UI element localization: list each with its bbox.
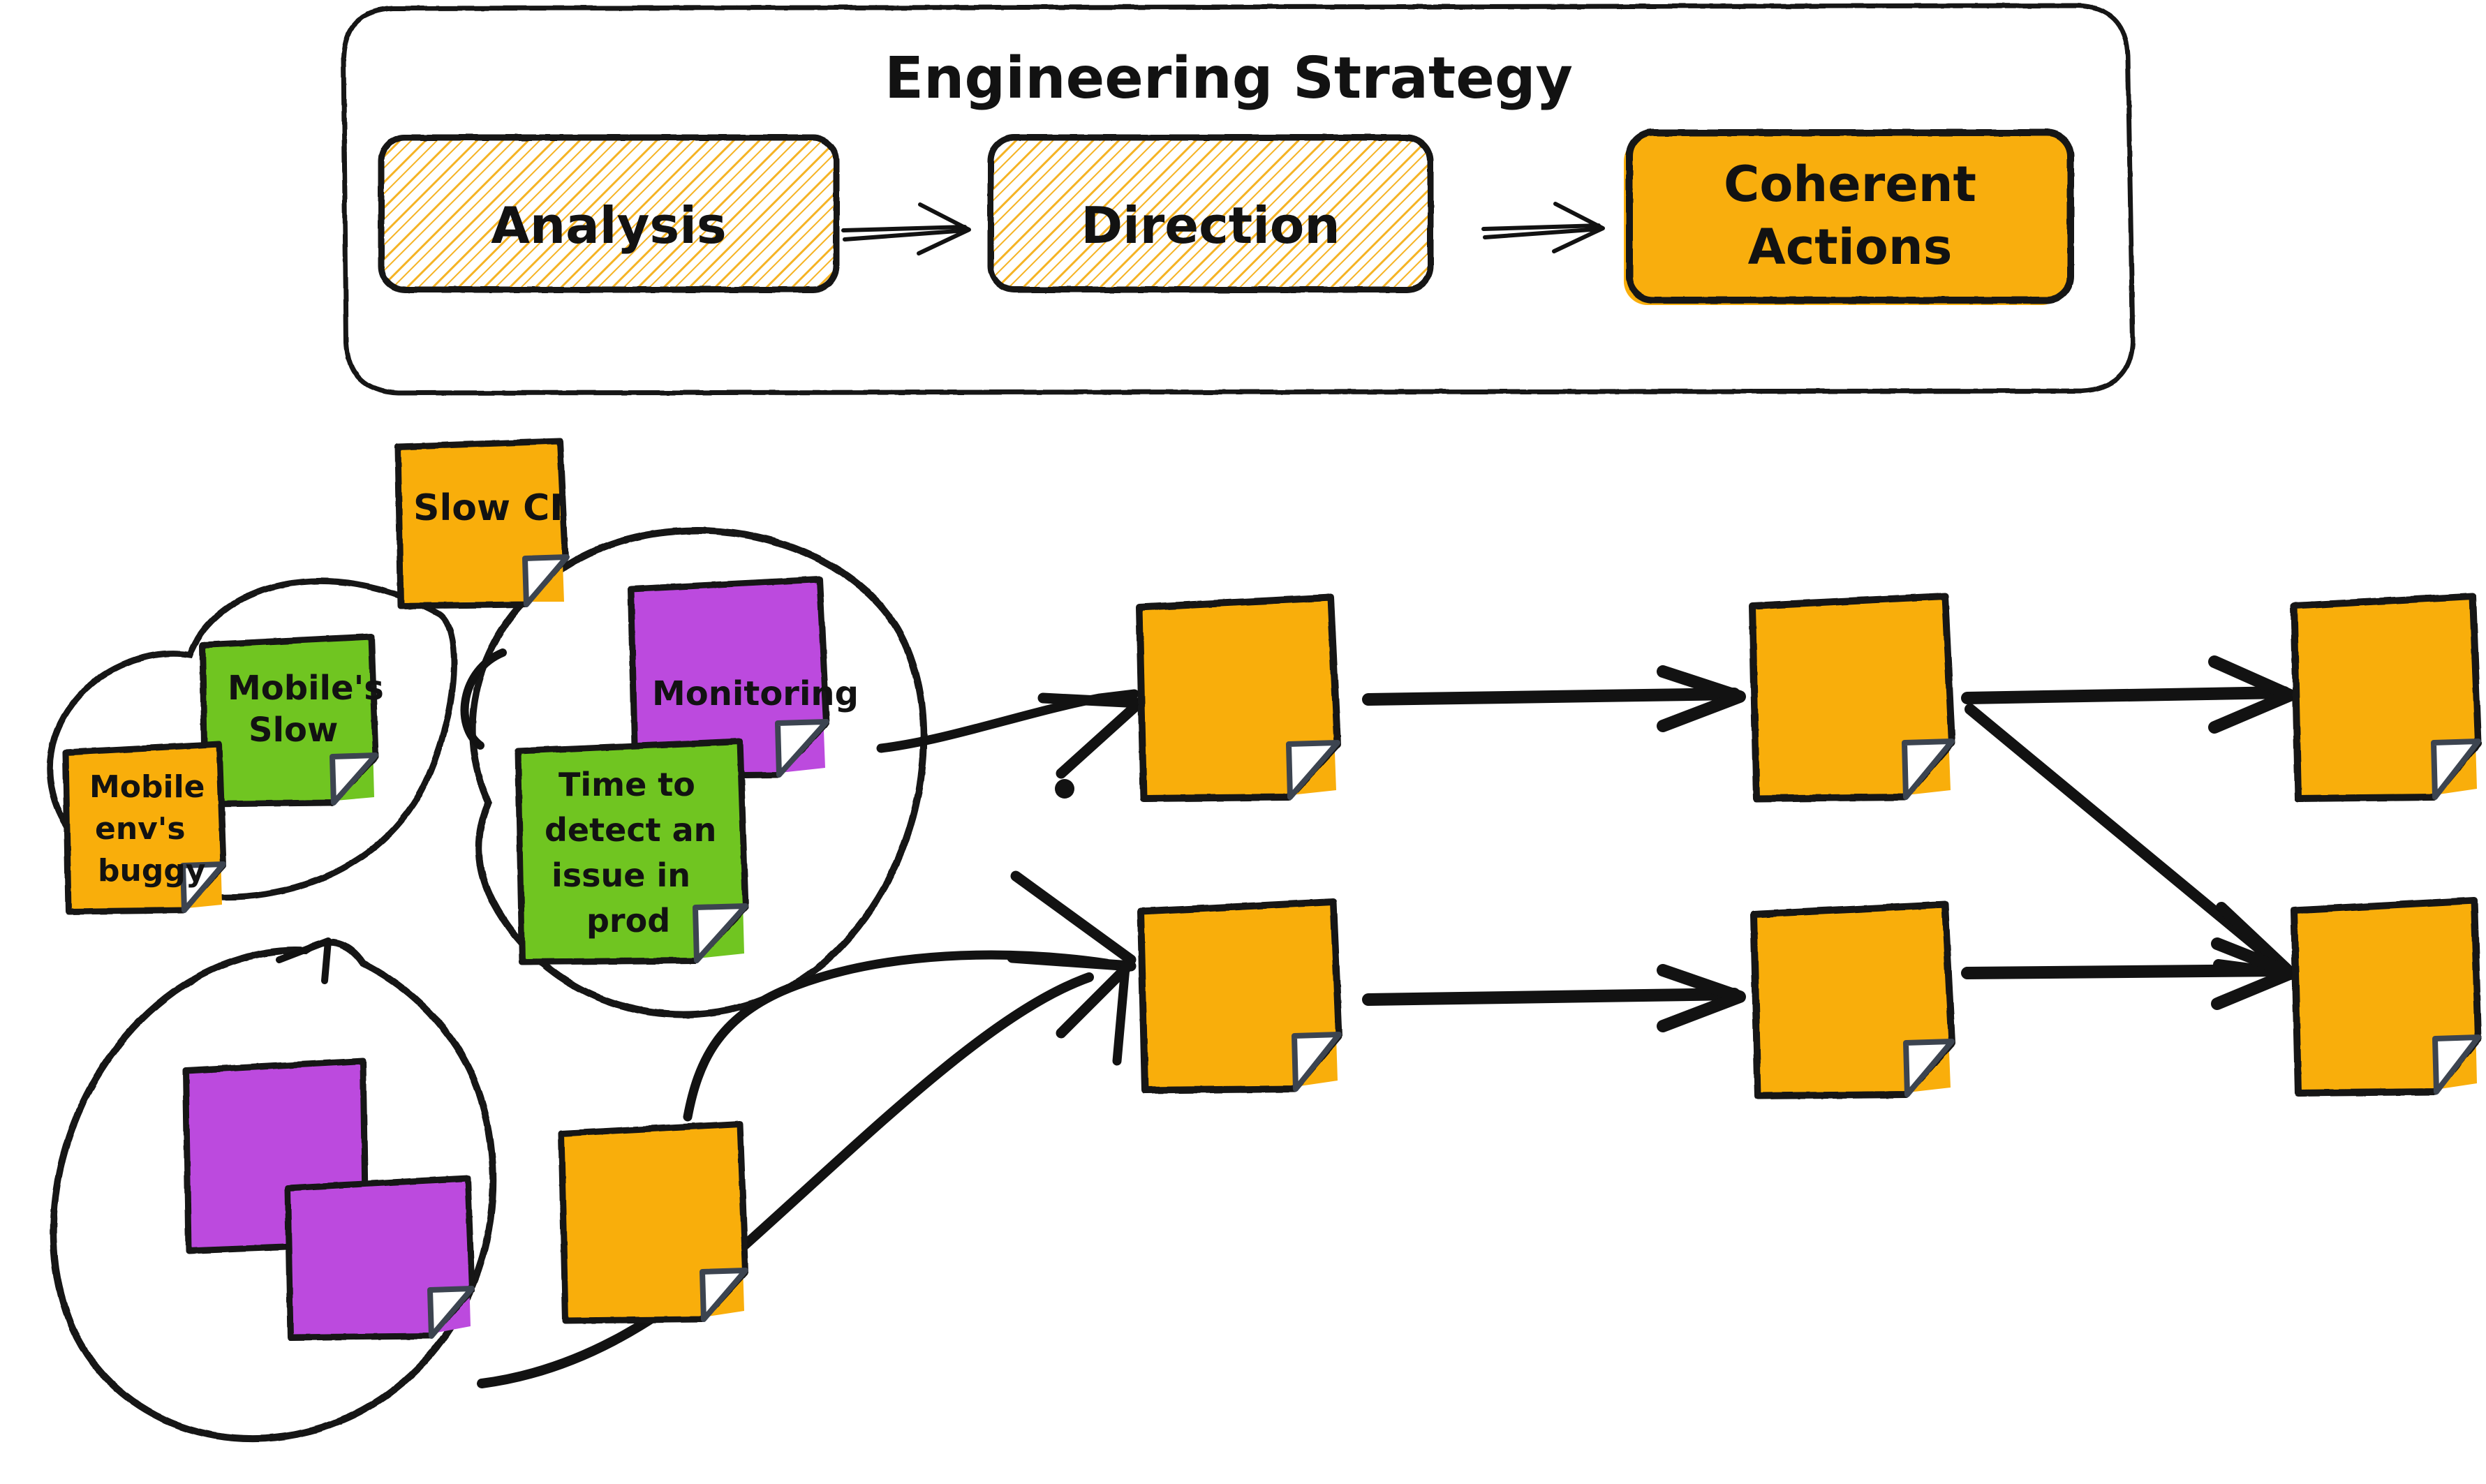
monitoring-label: Monitoring	[652, 674, 859, 713]
arrow-r1-head-2	[2208, 655, 2296, 734]
mobile-env-buggy-line-3: buggy	[98, 853, 206, 889]
flow-r2c1-fill	[1142, 905, 1338, 1088]
flow-note-r2c3[interactable]	[2291, 897, 2482, 1097]
analysis-box-fill	[381, 138, 836, 290]
strategy-panel-border	[341, 3, 2136, 396]
sticky-note-mobiles-slow[interactable]: Mobile's Slow	[199, 633, 384, 808]
arrow-analysis-to-direction	[841, 202, 971, 255]
monitoring-fold-icon	[775, 719, 829, 778]
sticky-note-time-to-detect[interactable]: Time to detect an issue in prod	[515, 738, 749, 965]
cluster-mobile-ellipse	[46, 577, 457, 900]
coherent-actions-line-2: Actions	[1748, 218, 1953, 276]
arrow-r2c1-to-r2c2	[1362, 964, 1746, 1032]
arrow-r2-line-2	[1961, 964, 2289, 979]
staging-note-fill	[563, 1127, 744, 1318]
feeder-hook-observability	[460, 648, 507, 750]
flow-note-r2c2[interactable]	[1750, 901, 1955, 1099]
cluster-b-note-2-fold-icon	[427, 1286, 475, 1339]
slow-ci-fold-icon	[522, 554, 570, 607]
arrow-r2-head-1	[1657, 964, 1746, 1032]
time-to-detect-fill	[519, 744, 744, 959]
feeder-dot-observability	[1055, 779, 1074, 799]
sticky-note-slow-ci[interactable]: Slow CI	[394, 438, 570, 609]
mobile-env-buggy-line-2: env's	[95, 811, 186, 847]
sticky-note-cluster-b-note-2[interactable]	[284, 1175, 475, 1341]
flow-r2c2-fill	[1755, 907, 1951, 1093]
feeder-arrowhead-d	[1112, 963, 1130, 1066]
cluster-purple-ellipse-tail	[276, 937, 332, 984]
arrow-r1-line-2	[1961, 686, 2291, 704]
sticky-note-staging[interactable]	[558, 1120, 749, 1324]
arrow-r1c1-to-r1c2	[1362, 665, 1746, 732]
flow-r2c3-fill	[2295, 903, 2477, 1090]
time-to-detect-line-3: issue in	[552, 856, 690, 894]
mobile-env-buggy-line-1: Mobile	[89, 769, 205, 805]
strategy-panel: Engineering Strategy Analysis Direction	[341, 3, 2136, 396]
flow-r2c2-fold-icon	[1903, 1039, 1955, 1097]
flow-note-r1c3[interactable]	[2291, 593, 2482, 802]
arrow-r2-head-2	[2211, 937, 2298, 1010]
cluster-b-note-2-fill	[289, 1181, 471, 1335]
feeder-line-staging	[683, 950, 1111, 1122]
time-to-detect-line-1: Time to	[558, 766, 695, 803]
mobiles-slow-fold-icon	[330, 752, 378, 806]
arrow-diagonal-line	[1965, 704, 2283, 969]
arrow-r1-head-1	[1657, 665, 1746, 732]
flow-r1c1-fold-icon	[1286, 740, 1340, 800]
arrow-r1c2-to-r2c3	[1965, 704, 2298, 980]
sticky-note-monitoring[interactable]: Monitoring	[628, 576, 859, 780]
direction-box-border	[987, 134, 1434, 293]
arrow-direction-to-actions	[1481, 202, 1605, 253]
flow-note-r1c1[interactable]	[1136, 594, 1341, 802]
strategy-step-coherent-actions[interactable]: Coherent Actions	[1624, 129, 2074, 305]
time-to-detect-fold-icon	[693, 903, 748, 963]
feeder-arrowhead-a	[1010, 870, 1137, 965]
flow-r2c3-fold-icon	[2432, 1034, 2481, 1095]
sticky-note-mobile-env-buggy[interactable]: Mobile env's buggy	[62, 741, 227, 915]
flow-r1c3-fold-icon	[2431, 739, 2481, 800]
mobile-env-buggy-fold-icon	[180, 861, 226, 913]
analysis-label: Analysis	[491, 196, 727, 255]
slow-ci-label: Slow CI	[413, 487, 563, 529]
flow-r1c2-fold-icon	[1902, 739, 1955, 800]
arrow-r2c2-to-r2c3	[1961, 937, 2298, 1010]
mobiles-slow-line-1: Mobile's	[228, 669, 384, 708]
feeder-line-purple	[477, 972, 1094, 1388]
arrow-r1-line-1	[1362, 688, 1740, 706]
strategy-step-direction[interactable]: Direction	[987, 134, 1434, 293]
arrow-r1c2-to-r1c3	[1961, 655, 2296, 734]
time-to-detect-line-2: detect an	[545, 811, 716, 849]
time-to-detect-line-4: prod	[586, 902, 670, 940]
coherent-actions-box	[1626, 129, 2074, 304]
panel-title: Engineering Strategy	[885, 45, 1573, 112]
mobiles-slow-line-2: Slow	[249, 711, 338, 750]
feeder-arrowhead-b	[1007, 952, 1137, 972]
arrow-r2-line-1	[1362, 988, 1740, 1006]
analysis-box-border	[378, 134, 840, 293]
coherent-actions-line-1: Coherent	[1724, 156, 1976, 213]
flow-r1c2-fill	[1754, 599, 1951, 796]
strategy-step-analysis[interactable]: Analysis	[378, 134, 840, 293]
direction-label: Direction	[1081, 196, 1340, 255]
flow-note-r1c2[interactable]	[1749, 593, 1955, 802]
direction-box-fill	[991, 138, 1430, 290]
feeder-arrowhead-c	[1056, 959, 1135, 1039]
cluster-purple-ellipse	[50, 939, 497, 1443]
flow-r2c1-fold-icon	[1292, 1032, 1342, 1092]
flow-note-r2c1[interactable]	[1137, 898, 1342, 1094]
staging-note-fold-icon	[700, 1268, 748, 1322]
